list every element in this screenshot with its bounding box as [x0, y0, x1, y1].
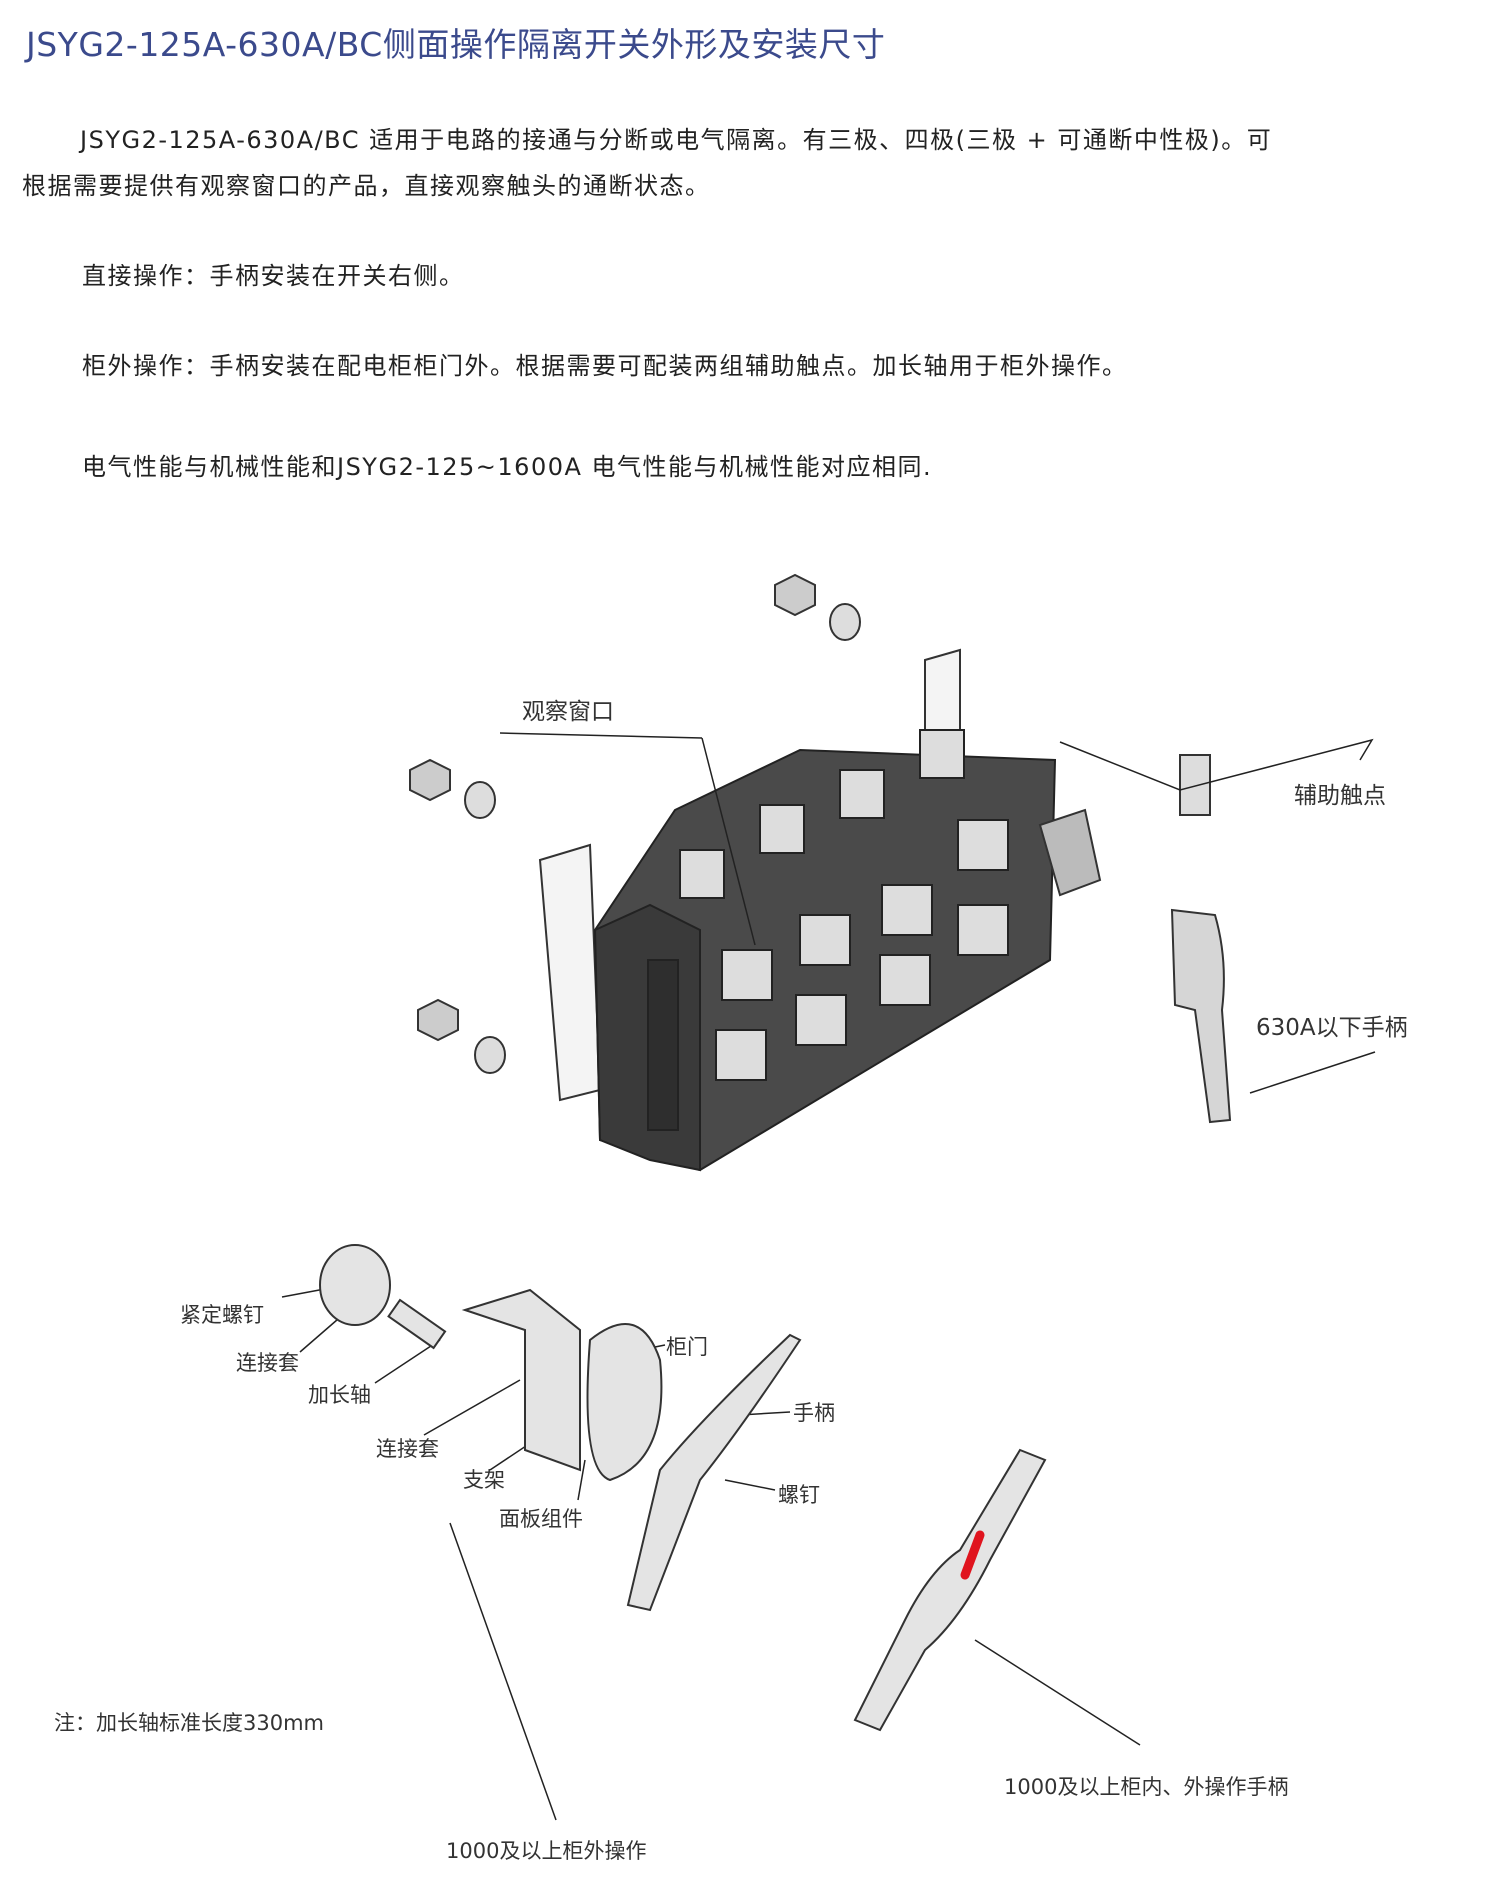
external-operation-parts — [319, 1244, 802, 1612]
window-label: 观察窗口 — [522, 699, 614, 725]
intro-line-1: JSYG2-125A-630A/BC 适用于电路的接通与分断或电气隔离。有三极、… — [80, 126, 1273, 154]
aux-contact-and-handle — [1038, 754, 1232, 1124]
aux-contact-label: 辅助触点 — [1294, 783, 1386, 809]
nuts-and-washers — [409, 573, 861, 1074]
intro-line-2: 根据需要提供有观察窗口的产品，直接观察触头的通断状态。 — [22, 172, 711, 200]
note-text: 注：加长轴标准长度330mm — [54, 1711, 324, 1735]
cabinet-door-label: 柜门 — [666, 1335, 708, 1359]
handle-label: 手柄 — [793, 1401, 835, 1425]
page-title: JSYG2-125A-630A/BC侧面操作隔离开关外形及安装尺寸 — [26, 25, 886, 64]
extension-shaft-label: 加长轴 — [308, 1383, 371, 1407]
panel-assembly-label: 面板组件 — [499, 1507, 583, 1531]
external-operation-text: 柜外操作：手柄安装在配电柜柜门外。根据需要可配装两组辅助触点。加长轴用于柜外操作… — [82, 352, 1128, 380]
screw-label: 螺钉 — [778, 1483, 820, 1507]
coupling-1-label: 连接套 — [236, 1351, 299, 1375]
coupling-2-label: 连接套 — [376, 1437, 439, 1461]
performance-text: 电气性能与机械性能和JSYG2-125~1600A 电气性能与机械性能对应相同. — [82, 453, 933, 481]
terminals — [679, 729, 1009, 1081]
set-screw-label: 紧定螺钉 — [180, 1303, 264, 1327]
bracket-label: 支架 — [463, 1468, 505, 1492]
handle-630a-label: 630A以下手柄 — [1256, 1015, 1408, 1041]
direct-operation-text: 直接操作：手柄安装在开关右侧。 — [82, 262, 465, 290]
caption-right: 1000及以上柜内、外操作手柄 — [1004, 1775, 1289, 1799]
leader-lines — [281, 732, 1376, 1821]
caption-left: 1000及以上柜外操作 — [446, 1839, 647, 1863]
cabinet-handle-1000 — [853, 1448, 1047, 1732]
